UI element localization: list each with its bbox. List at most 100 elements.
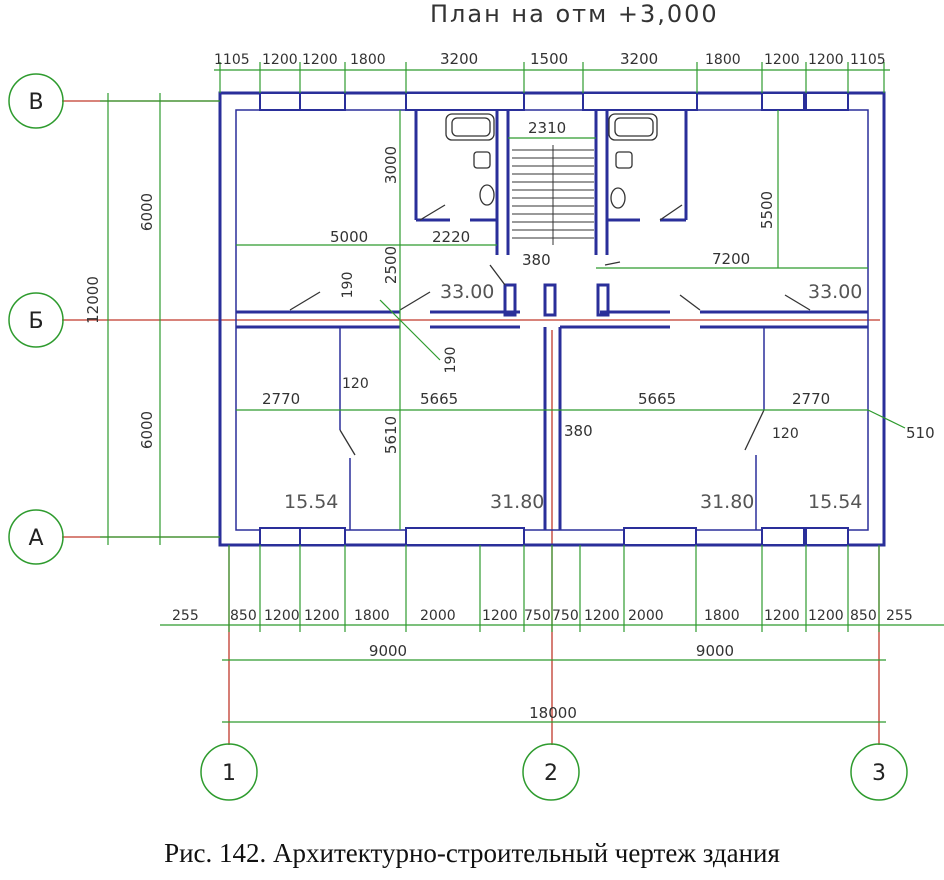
inner-dim-2770b: 2770 [792,390,830,408]
axis-bubble-b [8,292,64,348]
bottom-dim-3: 1200 [304,608,340,624]
left-dim-lower: 6000 [138,411,156,449]
axis-bubble-a [8,509,64,565]
area-label-6: 15.54 [808,491,862,513]
window-top-6 [805,92,849,111]
inner-dim-5665a: 5665 [420,390,458,408]
window-bot-4 [623,527,697,546]
inner-dim-120a: 120 [342,376,369,392]
sink-right [615,151,633,169]
overall-dim: 18000 [529,704,577,722]
inner-dim-190b: 190 [443,347,459,374]
door-9 [339,429,356,456]
area-label-3: 15.54 [284,491,338,513]
axis-label-v: В [28,90,43,115]
top-dim-6: 3200 [620,50,658,68]
bath-fixtures [445,113,658,209]
bottom-dim-0: 255 [172,608,199,624]
bottom-dim-6: 1200 [482,608,518,624]
bottom-dim-13: 1200 [808,608,844,624]
dimension-lines [100,62,944,723]
doors [289,204,811,456]
inner-dimension-texts: 5000 2220 2310 380 7200 3000 2500 5500 1… [262,119,935,454]
inner-dim-120b: 120 [772,426,799,442]
door-2 [399,291,431,311]
inner-dim-510: 510 [906,424,935,442]
door-5 [489,264,506,286]
door-4 [659,204,683,221]
top-dim-2: 1200 [302,52,338,68]
area-label-5: 31.80 [700,491,754,513]
left-dim-total: 12000 [84,276,102,324]
inner-dim-2310: 2310 [528,119,566,137]
windows [259,92,849,546]
bottom-dim-2: 1200 [264,608,300,624]
top-dim-5: 1500 [530,50,568,68]
area-label-2: 33.00 [808,281,862,303]
top-dim-7: 1800 [705,52,741,68]
walls [218,91,886,547]
bottom-dim-1: 850 [230,608,257,624]
axis-label-3: 3 [872,761,886,786]
inner-dim-2500: 2500 [382,246,400,284]
window-bot-5 [761,527,805,546]
window-bot-2 [299,527,346,546]
inner-dim-5610: 5610 [382,416,400,454]
bottom-dim-4: 1800 [354,608,390,624]
inner-dim-5000: 5000 [330,228,368,246]
axis-label-a: А [28,526,43,551]
bottom-dim-11: 1800 [704,608,740,624]
inner-dim-3000: 3000 [382,146,400,184]
axis-label-1: 1 [222,761,236,786]
window-top-1 [259,92,301,111]
area-label-1: 33.00 [440,281,494,303]
inner-dim-380a: 380 [522,251,551,269]
plan-title: План на отм +3,000 [430,0,719,28]
top-dim-3: 1800 [350,52,386,68]
figure-caption: Рис. 142. Архитектурно-строительный черт… [164,838,780,868]
bottom-dim-10: 2000 [628,608,664,624]
window-top-2 [299,92,346,111]
inner-dim-2770a: 2770 [262,390,300,408]
bottom-dimension-texts: 255 850 1200 1200 1800 2000 1200 750 750… [172,608,913,624]
door-8 [784,294,811,311]
stair-pillar-1 [503,283,517,317]
door-3 [419,204,446,221]
top-dimension-texts: 1105 1200 1200 1800 3200 1500 3200 1800 … [214,50,886,68]
axis-bubble-v [8,73,64,129]
stair-pillar-3 [596,283,610,317]
toilet-left [479,184,495,206]
stair-pillar-2 [543,283,557,317]
inner-dim-5665b: 5665 [638,390,676,408]
axis-markers: В Б А 1 2 3 [8,73,908,801]
axis-bubble-2 [522,743,580,801]
bottom-dim-8: 750 [552,608,579,624]
stair-treads [512,145,594,245]
sink-left [473,151,491,169]
inner-dim-380b: 380 [564,422,593,440]
top-dim-4: 3200 [440,50,478,68]
window-bot-1 [259,527,301,546]
bathtub-left [445,113,495,141]
door-1 [289,291,321,311]
bottom-dim-5: 2000 [420,608,456,624]
door-10 [744,409,765,451]
inner-dim-5500: 5500 [758,191,776,229]
bottom-dim-14: 850 [850,608,877,624]
window-top-3 [405,92,525,111]
axis-label-2: 2 [544,761,558,786]
window-bot-6 [805,527,849,546]
axis-bubble-1 [200,743,258,801]
outer-wall-inner-face [235,109,869,531]
top-dim-0: 1105 [214,52,250,68]
window-bot-3 [405,527,525,546]
left-dim-upper: 6000 [138,193,156,231]
top-dim-1: 1200 [262,52,298,68]
top-dim-9: 1200 [808,52,844,68]
bay-dim-left: 9000 [369,642,407,660]
bottom-dim-7: 750 [524,608,551,624]
toilet-right [610,187,626,209]
room-areas: 33.00 33.00 15.54 31.80 31.80 15.54 [284,281,862,513]
area-label-4: 31.80 [490,491,544,513]
